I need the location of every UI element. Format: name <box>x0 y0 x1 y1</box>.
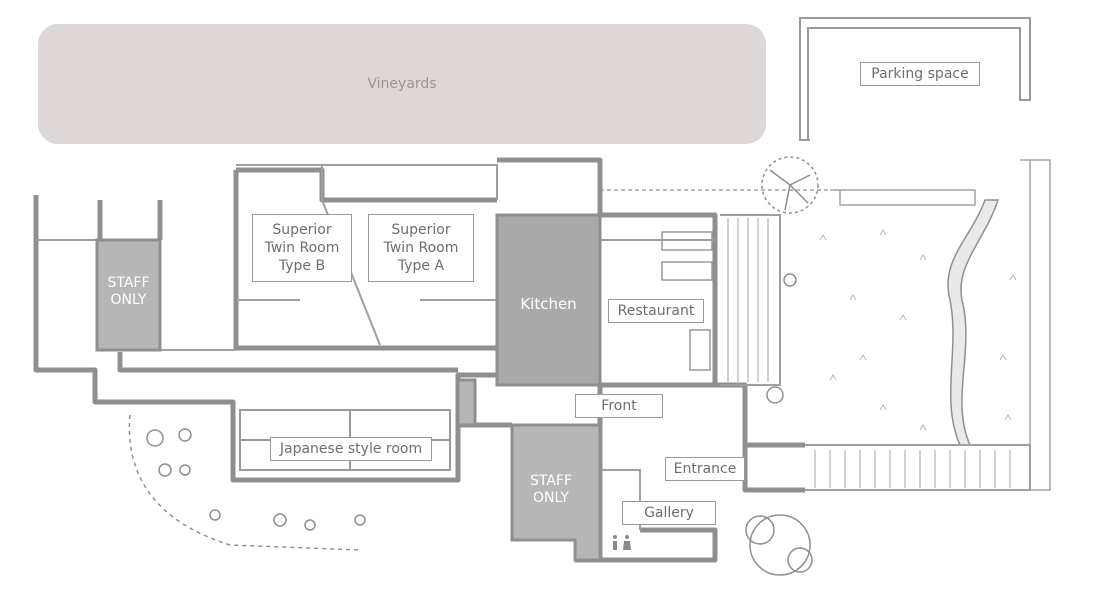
staff-only-left-area <box>95 238 162 352</box>
staff-only-center-label: STAFF ONLY <box>529 473 573 506</box>
entrance-label[interactable]: Entrance <box>665 457 745 481</box>
front-label[interactable]: Front <box>575 394 663 418</box>
deck-slats <box>727 218 769 382</box>
superior-twin-b-label[interactable]: Superior Twin Room Type B <box>252 214 352 282</box>
restaurant-label[interactable]: Restaurant <box>608 299 704 323</box>
staff-only-left-label: STAFF ONLY <box>107 275 150 308</box>
kitchen-area <box>495 213 602 387</box>
kitchen-label[interactable]: Kitchen <box>520 295 577 313</box>
parking-area <box>799 17 1031 141</box>
gallery-label[interactable]: Gallery <box>622 501 716 525</box>
restroom-icon <box>613 535 631 550</box>
parking-label[interactable]: Parking space <box>860 62 980 86</box>
vineyards-label: Vineyards <box>367 76 437 92</box>
tree-icon <box>745 156 819 576</box>
grass-marks <box>819 229 1017 431</box>
japanese-style-room-label[interactable]: Japanese style room <box>270 437 432 461</box>
path-icon <box>947 199 1000 446</box>
staff-only-center-area <box>456 378 602 562</box>
superior-twin-a-label[interactable]: Superior Twin Room Type A <box>368 214 474 282</box>
restaurant-tables <box>661 231 713 371</box>
shrub-icon <box>128 414 366 551</box>
vineyards-area <box>38 24 766 144</box>
entrance-slats <box>814 450 1011 488</box>
garden-boundary <box>600 159 1051 491</box>
